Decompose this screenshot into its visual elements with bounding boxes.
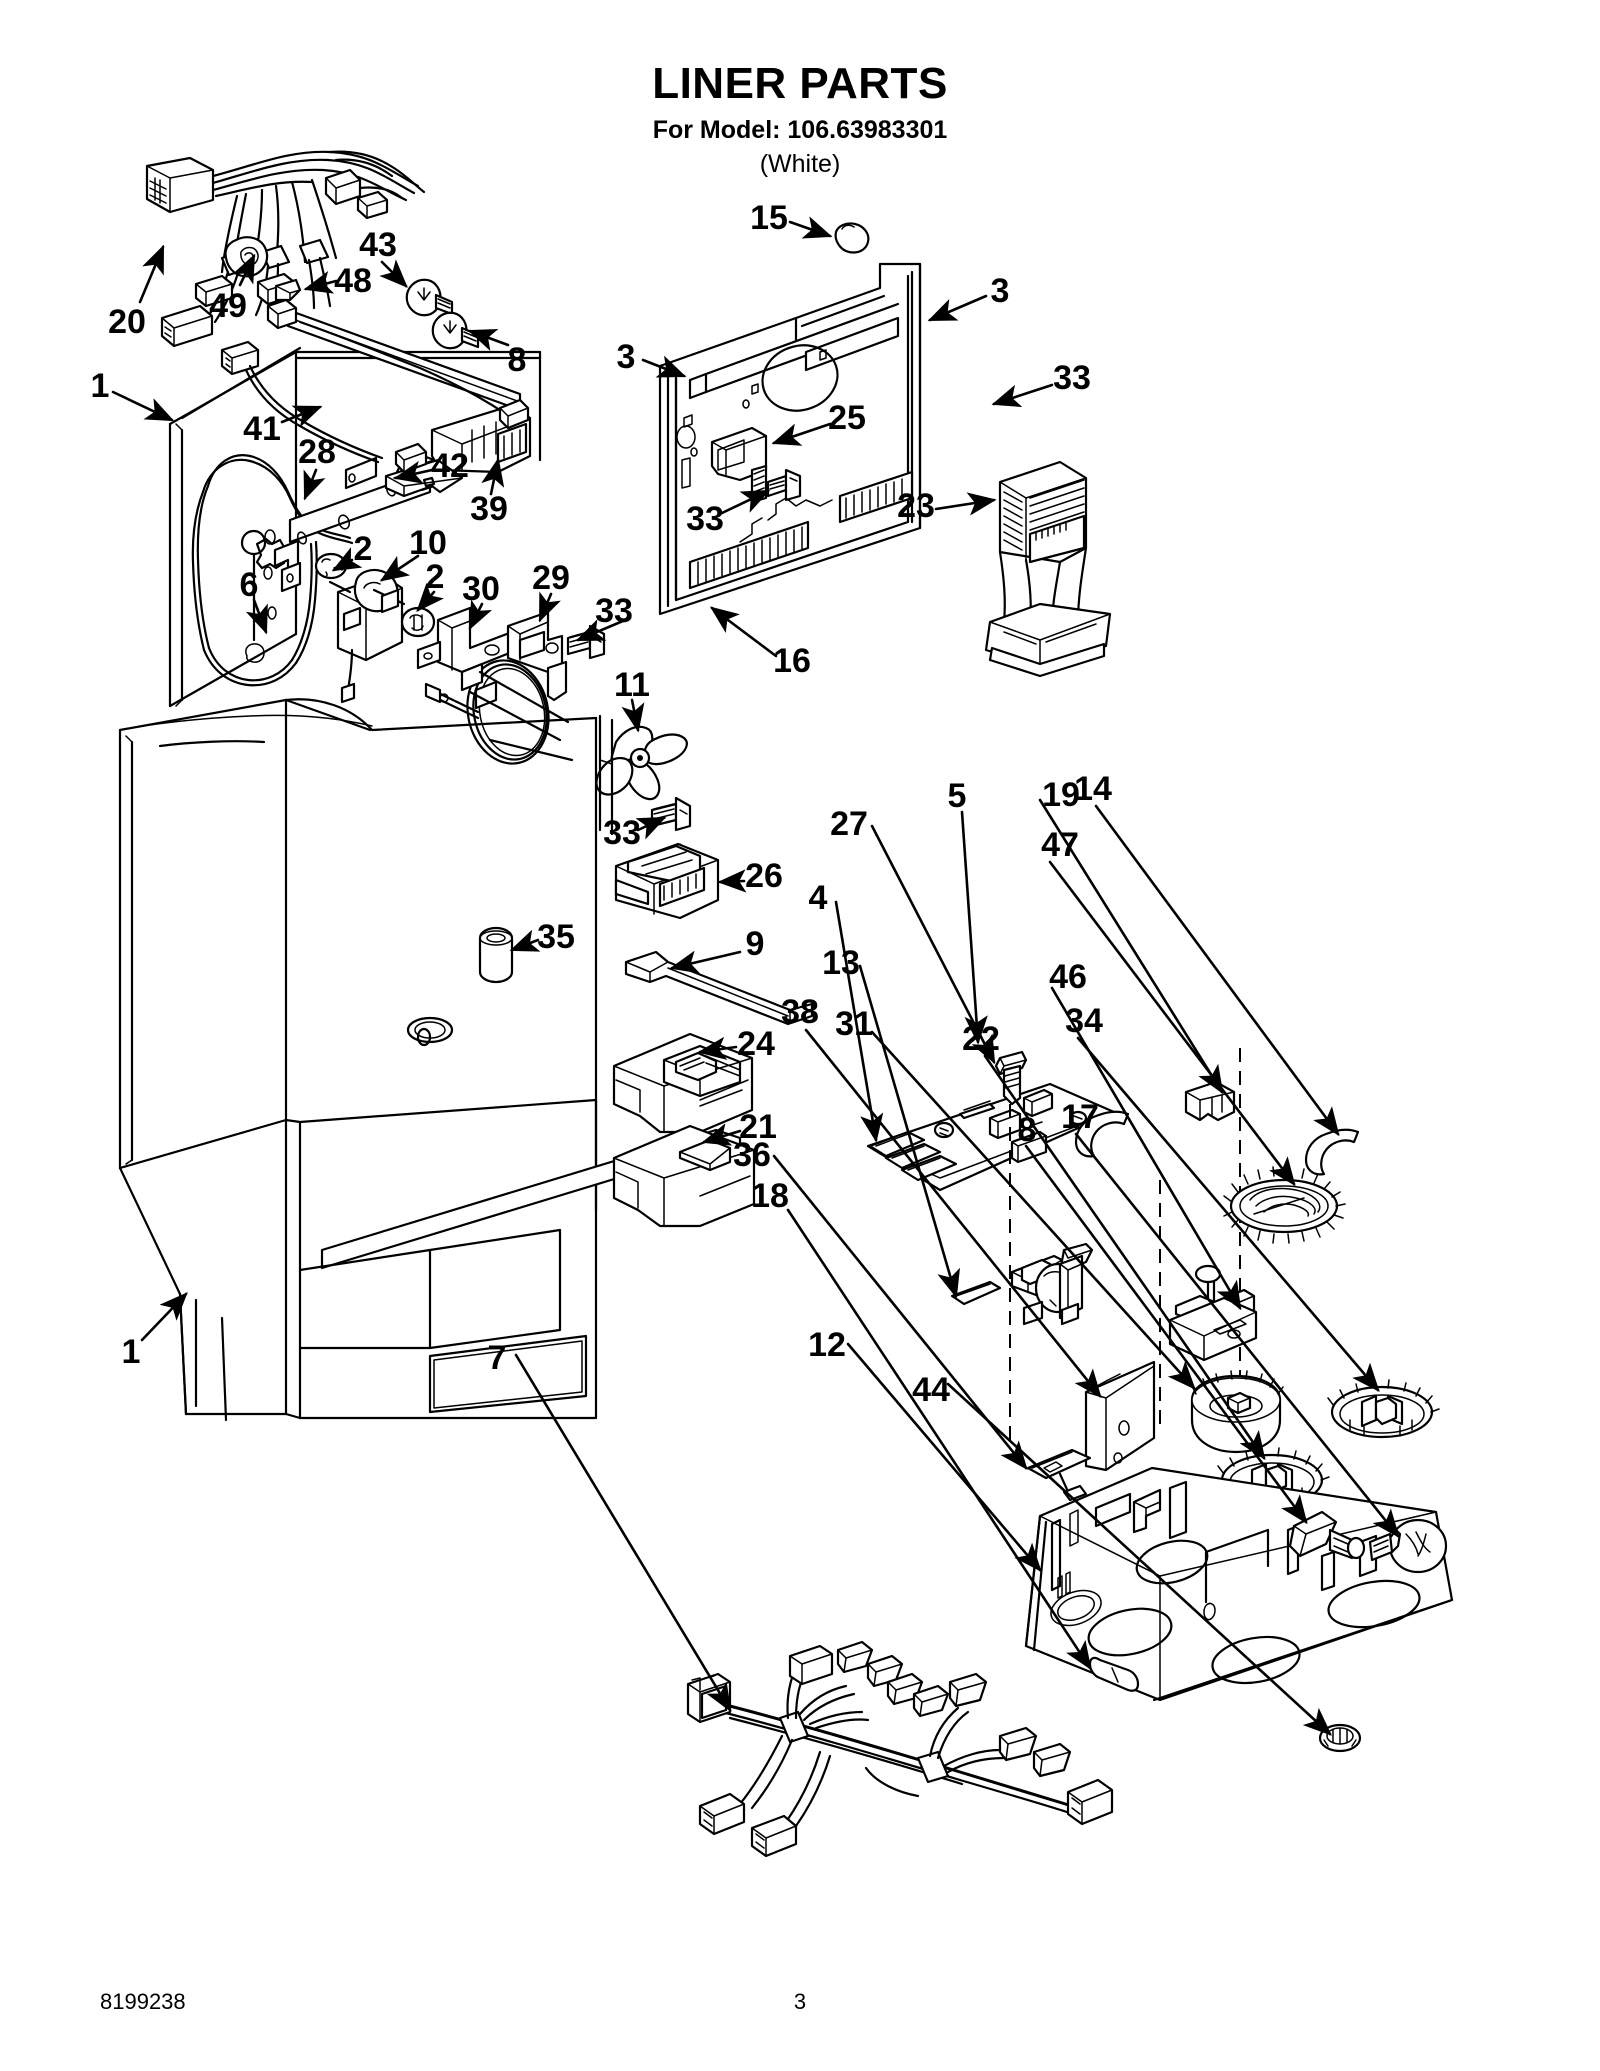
air-duct-lower-illustration (612, 1124, 756, 1228)
callout-16: 16 (773, 642, 811, 680)
callout-33-b: 33 (686, 500, 724, 538)
callout-leader-lines (111, 216, 1400, 1736)
screw-33b (766, 468, 802, 502)
callout-47: 47 (1041, 826, 1079, 864)
light-housing-illustration (1024, 1448, 1454, 1753)
control-board-illustration (866, 1048, 1360, 1440)
callout-2-a: 2 (353, 530, 373, 568)
callout-28: 28 (298, 433, 336, 471)
callout-44: 44 (912, 1371, 950, 1409)
callout-33-d: 33 (603, 814, 641, 852)
callout-11: 11 (614, 666, 650, 704)
callout-21: 21 (739, 1108, 777, 1146)
footer-page-number: 3 (793, 1989, 807, 2014)
drain-grommet-illustration (478, 926, 514, 984)
callout-41: 41 (243, 410, 281, 448)
callout-46: 46 (1049, 958, 1087, 996)
callout-6: 6 (239, 566, 259, 604)
callout-43: 43 (359, 226, 397, 264)
screw-33d (650, 796, 692, 832)
callout-2-b: 2 (425, 558, 445, 596)
callout-20: 20 (108, 303, 146, 341)
diagram-header: LINER PARTS For Model: 106.63983301 (Whi… (0, 0, 1600, 177)
color-subtitle: (White) (759, 150, 841, 178)
rear-panel-illustration (658, 222, 922, 616)
callout-3-left: 3 (616, 338, 636, 376)
callout-1-upper: 1 (90, 367, 110, 405)
callout-5: 5 (947, 777, 967, 815)
callout-34: 34 (1065, 1002, 1103, 1040)
callout-19: 19 (1042, 776, 1080, 814)
callout-49: 49 (209, 287, 247, 325)
callout-25: 25 (828, 399, 866, 437)
callout-48: 48 (334, 262, 372, 300)
cover-plate-36 (1026, 1448, 1092, 1502)
callout-1-lower: 1 (121, 1333, 141, 1371)
page-footer: 8199238 3 (0, 1989, 1600, 2019)
callout-29: 29 (532, 559, 570, 597)
callout-8-lower: 8 (1017, 1111, 1037, 1149)
fan-blade-illustration (595, 714, 692, 836)
wire-harness-lower-illustration (686, 1640, 1114, 1858)
callout-27: 27 (830, 805, 868, 843)
fan-motor-assembly-illustration (314, 552, 606, 765)
callout-13: 13 (822, 944, 860, 982)
callout-15: 15 (750, 199, 788, 237)
callout-12: 12 (808, 1326, 846, 1364)
callout-7: 7 (487, 1339, 507, 1377)
callout-24: 24 (737, 1025, 775, 1063)
callout-33-a: 33 (1053, 359, 1091, 397)
callout-23: 23 (897, 487, 935, 525)
callout-39: 39 (470, 490, 508, 528)
switch-assembly-46 (1168, 1264, 1258, 1362)
callout-38: 38 (781, 993, 819, 1031)
callout-42: 42 (431, 447, 469, 485)
damper-assembly-13 (950, 1242, 1094, 1326)
callout-17: 17 (1061, 1098, 1099, 1136)
callout-18: 18 (751, 1177, 789, 1215)
page-title: LINER PARTS (652, 59, 948, 108)
gears-and-baffle-illustration (1084, 1360, 1440, 1507)
footer-doc-number: 8199238 (100, 1989, 186, 2014)
callout-14: 14 (1074, 770, 1112, 808)
callout-30: 30 (462, 570, 500, 608)
callout-22: 22 (962, 1020, 1000, 1058)
air-tower-duct-illustration (984, 460, 1112, 678)
model-subtitle: For Model: 106.63983301 (652, 116, 948, 144)
callout-33-c: 33 (595, 592, 633, 630)
hex-screw-27 (994, 1050, 1028, 1106)
control-cover-illustration (614, 842, 720, 920)
callout-3-right: 3 (990, 272, 1010, 310)
callout-31: 31 (835, 1005, 873, 1043)
callout-4: 4 (808, 879, 828, 917)
callout-36: 36 (733, 1136, 771, 1174)
callout-9: 9 (745, 925, 765, 963)
upper-light-assembly-illustration (220, 278, 532, 498)
callout-10: 10 (409, 524, 447, 562)
callout-8-upper: 8 (507, 341, 527, 379)
callout-35: 35 (537, 918, 575, 956)
callout-26: 26 (745, 857, 783, 895)
